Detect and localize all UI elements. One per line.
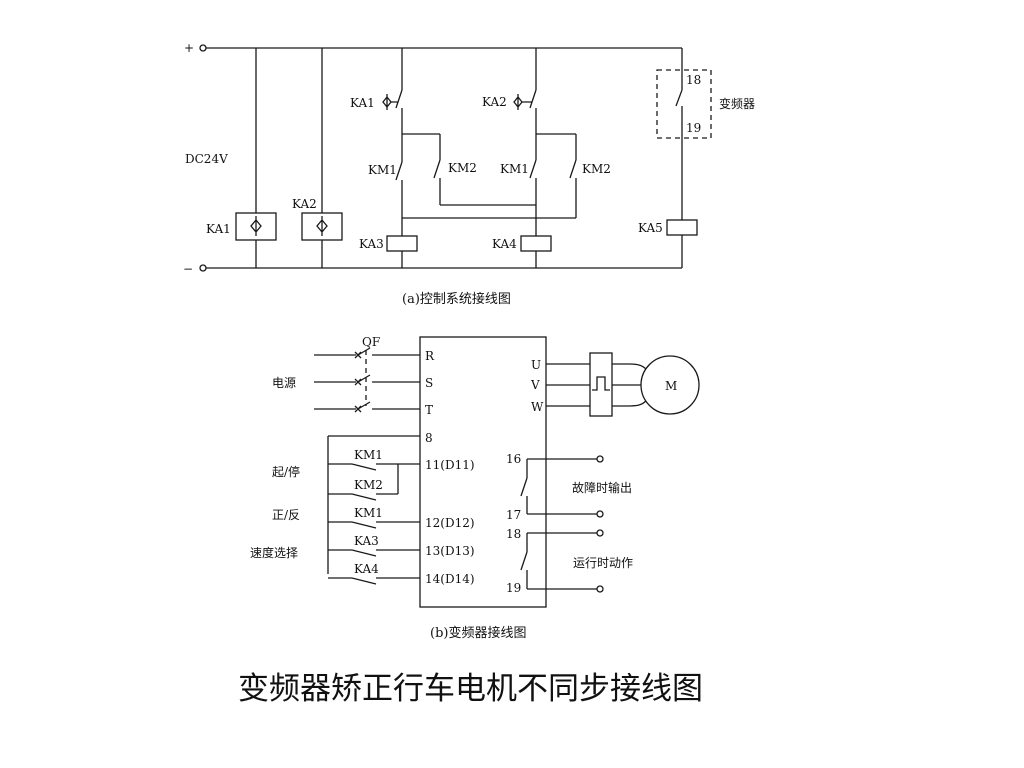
- vfd-terminal-18: 18: [686, 73, 701, 87]
- ka2-coil-label: KA2: [292, 197, 317, 211]
- ka1-coil-label: KA1: [206, 222, 231, 236]
- ka5-coil-label: KA5: [638, 221, 663, 235]
- qf-label: QF: [362, 335, 380, 349]
- terminal-w: W: [531, 400, 544, 414]
- vfd-contact-box: [656, 69, 712, 139]
- km2-left-contact: [433, 159, 441, 179]
- diagram-title: 变频器矫正行车电机不同步接线图: [238, 671, 703, 707]
- ka2-contact-symbol: [513, 94, 532, 110]
- km1-right-contact: [529, 159, 537, 179]
- ka1-coil-symbol: [250, 216, 262, 236]
- motor: [640, 355, 700, 415]
- terminal-r: R: [425, 349, 435, 363]
- terminal-12: 12(D12): [425, 516, 475, 530]
- vfd-caption: (b)变频器接线图: [430, 625, 526, 641]
- control-caption: (a)控制系统接线图: [402, 291, 511, 307]
- km1-start-contact: [351, 463, 377, 471]
- terminal-u: U: [531, 358, 541, 372]
- km2-start-label: KM2: [354, 478, 383, 492]
- km1-left-contact: [395, 161, 403, 181]
- ka3-speed-contact: [351, 549, 377, 557]
- fault-relay-contact: [520, 477, 528, 497]
- terminal-v: V: [530, 378, 540, 392]
- ka3-coil-label: KA3: [359, 237, 384, 251]
- km2-right-contact: [569, 159, 577, 179]
- plus-terminal-label: +: [184, 41, 194, 55]
- km1-direction-contact: [351, 521, 377, 529]
- ka4-coil-label: KA4: [492, 237, 517, 251]
- ka1-contact-symbol: [382, 94, 398, 110]
- output-17-label: 17: [506, 508, 521, 522]
- km1-direction-label: KM1: [354, 506, 383, 520]
- run-action-label: 运行时动作: [573, 556, 633, 570]
- terminal-11: 11(D11): [425, 458, 475, 472]
- minus-terminal: [199, 264, 207, 272]
- ka2-contact-label: KA2: [482, 95, 507, 109]
- km2-left-label: KM2: [448, 161, 477, 175]
- ka1-contact-label: KA1: [350, 96, 375, 110]
- minus-terminal-label: −: [183, 262, 193, 276]
- ka5-coil: [666, 219, 698, 236]
- km2-start-contact: [351, 493, 377, 501]
- terminal-8: 8: [425, 431, 433, 445]
- pulse-symbol: [592, 376, 610, 391]
- vfd-body: [419, 336, 547, 608]
- output-16-label: 16: [506, 452, 521, 466]
- terminal-s: S: [425, 376, 433, 390]
- motor-label: M: [665, 379, 677, 393]
- vfd-terminal-19: 19: [686, 121, 701, 135]
- terminal-t: T: [425, 403, 433, 417]
- terminal-14: 14(D14): [425, 572, 475, 586]
- output-filter: [589, 352, 613, 417]
- km2-right-label: KM2: [582, 162, 611, 176]
- ka4-speed-label: KA4: [354, 562, 379, 576]
- ka3-speed-label: KA3: [354, 534, 379, 548]
- output-19-label: 19: [506, 581, 521, 595]
- ka3-coil: [386, 235, 418, 252]
- fault-output-label: 故障时输出: [572, 480, 632, 495]
- control-system-diagram: + − DC24V KA1 KA2 KA1 KM1 KM2: [183, 41, 755, 307]
- output-18-label: 18: [506, 527, 521, 541]
- ka4-coil: [520, 235, 552, 252]
- ka1-contact: [395, 89, 403, 109]
- start-stop-label: 起/停: [272, 464, 300, 479]
- run-relay-contact: [520, 551, 528, 571]
- vfd-label: 变频器: [719, 96, 755, 111]
- km1-start-label: KM1: [354, 448, 383, 462]
- vfd-relay-contact: [675, 89, 683, 107]
- fwd-rev-label: 正/反: [272, 508, 300, 522]
- km1-right-label: KM1: [500, 162, 529, 176]
- plus-terminal: [199, 44, 207, 52]
- ka2-coil-symbol: [316, 216, 328, 236]
- speed-select-label: 速度选择: [250, 545, 298, 560]
- power-supply-label: 电源: [272, 376, 296, 390]
- supply-voltage-label: DC24V: [185, 152, 228, 166]
- km1-left-label: KM1: [368, 163, 397, 177]
- vfd-wiring-diagram: QF 电源 R S T 8 KM1 KM2 起/停 11(D11: [250, 335, 700, 641]
- ka4-speed-contact: [351, 577, 377, 585]
- ka2-contact: [529, 89, 537, 109]
- terminal-13: 13(D13): [425, 544, 475, 558]
